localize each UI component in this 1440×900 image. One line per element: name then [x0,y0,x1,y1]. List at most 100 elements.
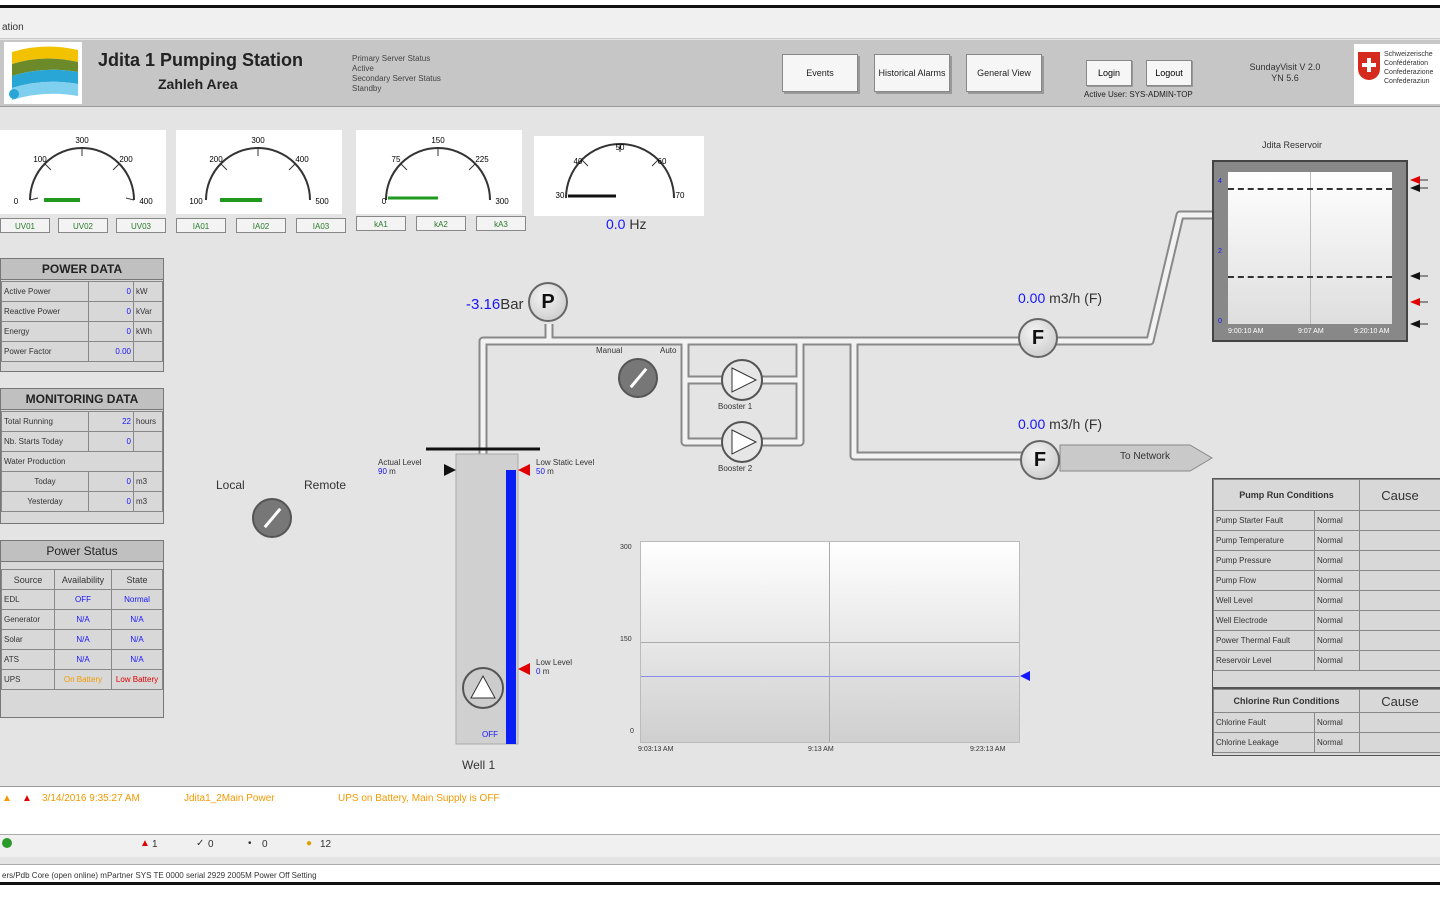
pressure-readout: -3.16Bar [466,296,524,313]
svg-text:100: 100 [33,155,47,164]
trend-series-line [641,676,1019,677]
svg-text:500: 500 [315,197,329,206]
ack-count-icon: ✓ [196,838,205,849]
ka3-button[interactable]: kA3 [476,216,526,231]
alarm-status-bar: ▲ 1 ✓ 0 • 0 ● 12 [0,834,1440,857]
reservoir-title: Jdita Reservoir [1262,140,1323,150]
swiss-flag-icon [1358,52,1380,80]
reservoir-tank: 4 2 0 9:00:10 AM 9:07 AM 9:20:10 AM [1212,160,1408,342]
booster-2-label: Booster 2 [718,464,753,473]
power-status-title: Power Status [1,541,163,562]
flow-meter-reservoir-icon: F [1018,318,1058,358]
well-level-trend-chart [640,541,1020,743]
logout-button[interactable]: Logout [1146,60,1192,86]
flow-readout-reservoir: 0.00 m3/h (F) [1018,290,1103,306]
frequency-gauge: 50 40 60 30 70 [534,136,704,216]
local-remote-selector-knob[interactable] [252,498,292,538]
svg-text:0: 0 [14,197,19,206]
ia01-button[interactable]: IA01 [176,218,226,233]
svg-text:60: 60 [658,157,667,166]
voltage-gauge: 300 100 200 0 400 [0,130,166,214]
frequency-readout: 0.0 Hz [606,216,647,232]
station-header: Jdita 1 Pumping Station Zahleh Area Prim… [0,40,1440,107]
events-button[interactable]: Events [782,54,858,92]
auto-label: Auto [660,346,677,355]
svg-text:30: 30 [556,191,565,200]
power-gauge: 150 75 225 0 300 [356,130,522,214]
manual-label: Manual [596,346,623,355]
alarm-icon: ▲ [22,793,32,804]
svg-text:50: 50 [616,143,625,152]
svg-text:225: 225 [475,155,489,164]
version-info: SundayVisit V 2.0 YN 5.6 [1249,62,1321,83]
local-label: Local [216,478,245,492]
uv01-button[interactable]: UV01 [0,218,50,233]
connection-status-icon [2,838,12,848]
uv02-button[interactable]: UV02 [58,218,108,233]
ka1-button[interactable]: kA1 [356,216,406,231]
ka2-button[interactable]: kA2 [416,216,466,231]
well-level-bar [506,470,516,744]
current-gauge: 300 200 400 100 500 [176,130,342,214]
svg-text:300: 300 [75,136,89,145]
svg-text:300: 300 [251,136,265,145]
server-status: Primary Server Status Active Secondary S… [352,54,441,93]
window-titlebar: ation [0,8,1440,39]
station-title: Jdita 1 Pumping Station [98,50,304,70]
manual-auto-selector-knob[interactable] [618,358,658,398]
well-name: Well 1 [462,758,496,772]
svg-text:200: 200 [119,155,133,164]
ia02-button[interactable]: IA02 [236,218,286,233]
svg-text:75: 75 [392,155,401,164]
well-pump-state: OFF [482,730,498,739]
booster-1-label: Booster 1 [718,402,753,411]
warning-count-icon: ● [306,838,313,849]
reservoir-level-markers [1410,176,1428,328]
login-button[interactable]: Login [1086,60,1132,86]
ia03-button[interactable]: IA03 [296,218,346,233]
alarm-time: 3/14/2016 9:35:27 AM [42,793,140,804]
flow-readout-network: 0.00 m3/h (F) [1018,416,1103,432]
alarm-banner[interactable]: ▲ ▲ 3/14/2016 9:35:27 AM Jdita1_2Main Po… [0,786,1440,835]
warning-icon: ▲ [2,793,12,804]
station-area: Zahleh Area [158,76,238,92]
bottom-info-bar: ers/Pdb Core (open online) mPartner SYS … [0,864,1440,882]
power-data-title: POWER DATA [1,259,163,280]
station-logo [4,42,82,104]
disabled-count-icon: • [248,838,252,849]
svg-text:0: 0 [382,197,387,206]
monitoring-data-title: MONITORING DATA [1,389,163,410]
general-view-button[interactable]: General View [966,54,1042,92]
svg-text:150: 150 [431,136,445,145]
historical-alarms-button[interactable]: Historical Alarms [874,54,950,92]
svg-text:300: 300 [495,197,509,206]
uv03-button[interactable]: UV03 [116,218,166,233]
svg-text:100: 100 [189,197,203,206]
reservoir-trend-area [1228,172,1392,324]
svg-text:200: 200 [209,155,223,164]
active-user: Active User: SYS-ADMIN-TOP [1084,90,1193,99]
to-network-label: To Network [1120,451,1171,462]
